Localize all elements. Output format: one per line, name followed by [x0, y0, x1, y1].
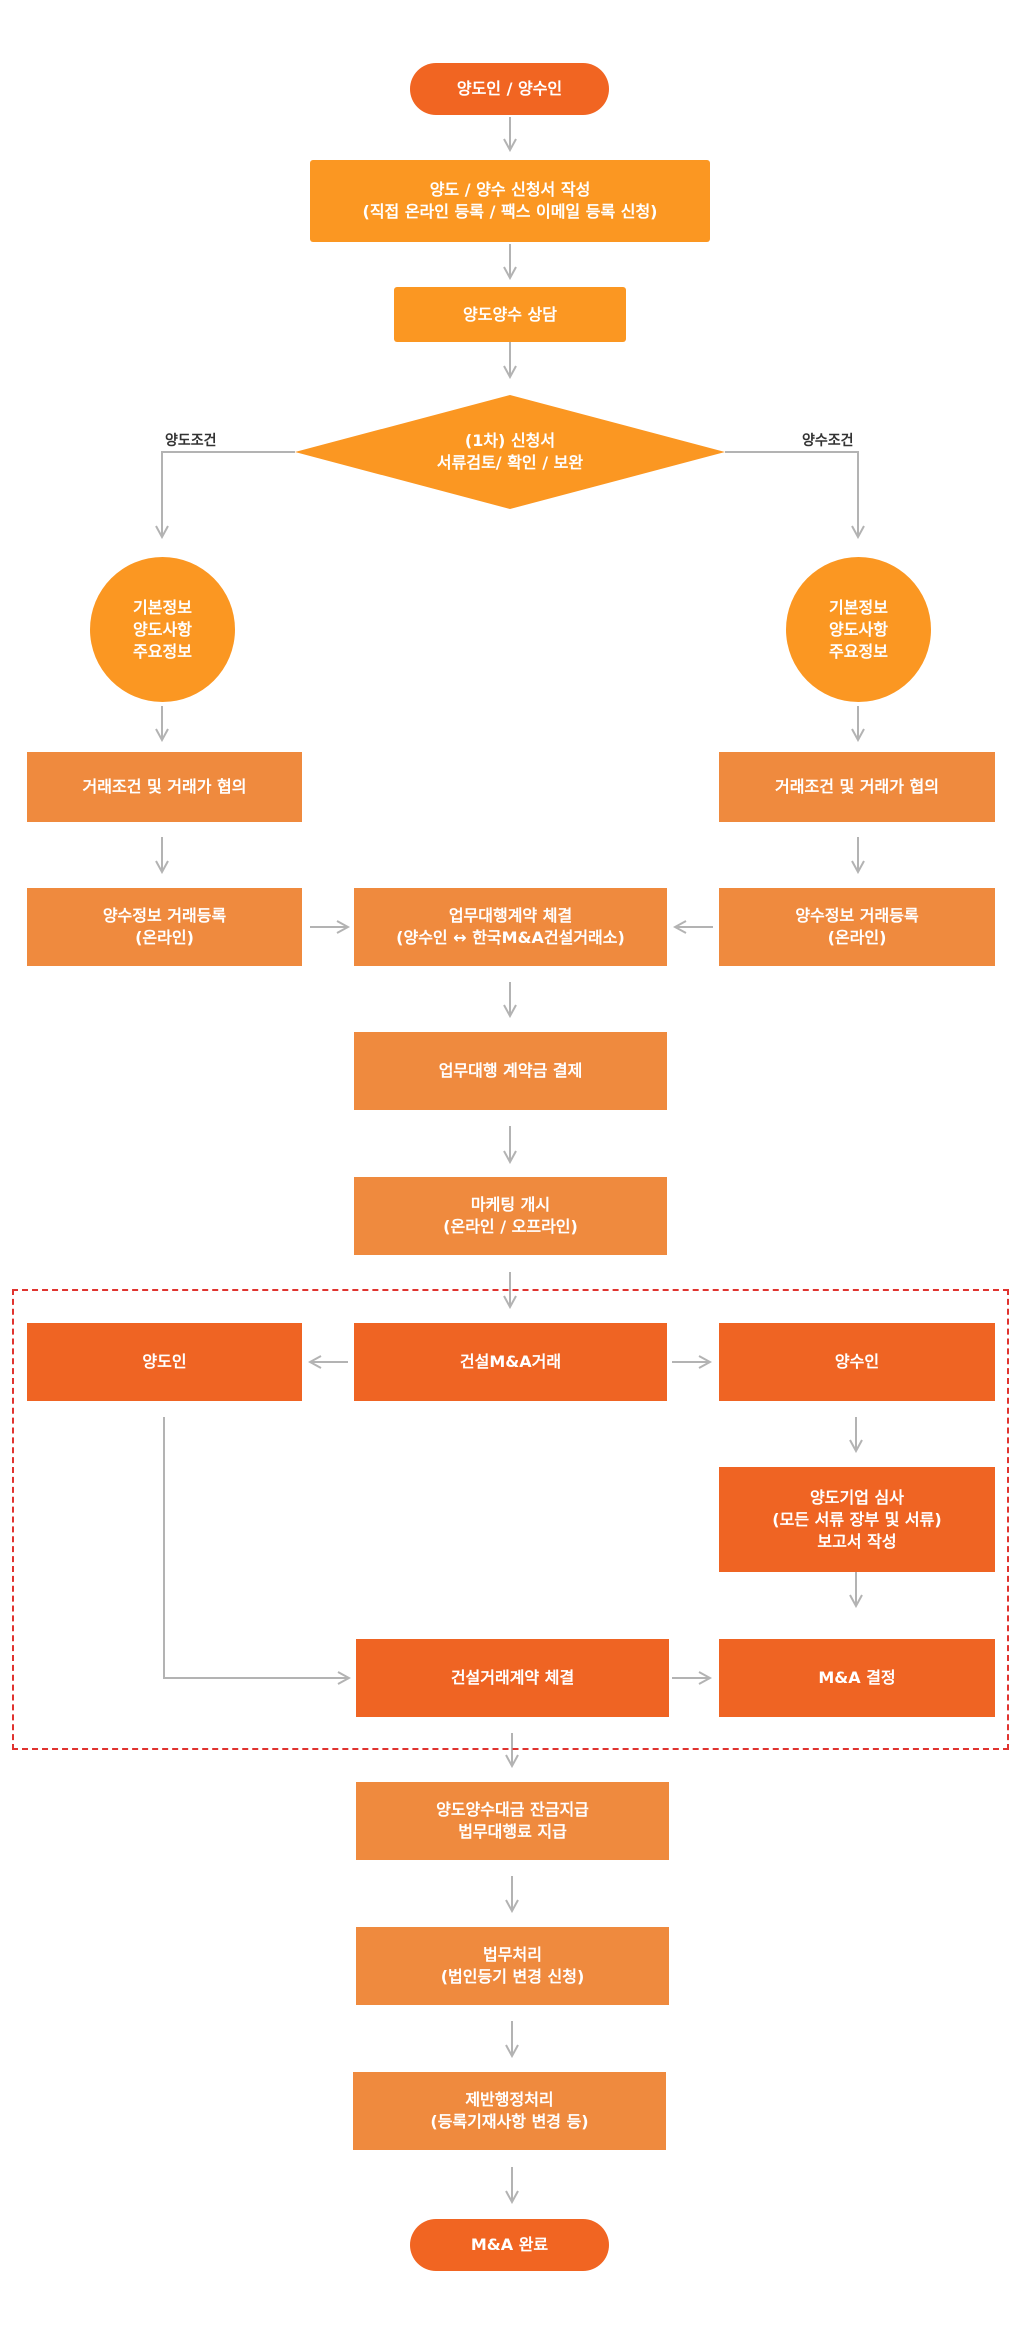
payment-line-2: 법무대행료 지급 [458, 1822, 567, 1841]
start-label: 양도인 / 양수인 [456, 79, 563, 98]
payment-node: 양도양수대금 잔금지급 법무대행료 지급 [356, 1782, 669, 1860]
admin-line-2: (등록기재사항 변경 등) [430, 2112, 589, 2131]
consultation-node: 양도양수 상담 [394, 287, 626, 342]
transfer-condition-label: 양도조건 [165, 433, 217, 449]
admin-node: 제반행정처리 (등록기재사항 변경 등) [353, 2072, 666, 2150]
ma-trade-node: 건설M&A거래 [354, 1323, 667, 1401]
due-diligence-node: 양도기업 심사 (모든 서류 장부 및 서류) 보고서 작성 [719, 1467, 995, 1572]
register-right-line-1: 양수정보 거래등록 [795, 906, 919, 925]
negotiate-right-node: 거래조건 및 거래가 협의 [719, 752, 995, 822]
consultation-label: 양도양수 상담 [463, 304, 557, 324]
deposit-label: 업무대행 계약금 결제 [438, 1061, 583, 1080]
ma-process-group [12, 1289, 1009, 1750]
marketing-line-2: (온라인 / 오프라인) [443, 1217, 578, 1236]
payment-line-1: 양도양수대금 잔금지급 [436, 1800, 589, 1819]
info-right-line-3: 주요정보 [829, 641, 888, 661]
negotiate-right-label: 거래조건 및 거래가 협의 [775, 777, 939, 796]
agency-contract-line-2: (양수인 ↔ 한국M&A건설거래소) [396, 928, 625, 947]
register-left-node: 양수정보 거래등록 (온라인) [27, 888, 302, 966]
legal-line-2: (법인등기 변경 신청) [440, 1967, 585, 1986]
info-right-line-2: 양도사항 [829, 619, 888, 639]
review-diamond [295, 395, 725, 509]
end-node: M&A 완료 [410, 2219, 609, 2271]
edge-review-right [725, 451, 858, 537]
deposit-node: 업무대행 계약금 결제 [354, 1032, 667, 1110]
ma-trade-label: 건설M&A거래 [459, 1352, 562, 1371]
register-right-node: 양수정보 거래등록 (온라인) [719, 888, 995, 966]
review-line-2: 서류검토/ 확인 / 보완 [436, 453, 584, 472]
ma-decision-node: M&A 결정 [719, 1639, 995, 1717]
legal-node: 법무처리 (법인등기 변경 신청) [356, 1927, 669, 2005]
due-diligence-line-3: 보고서 작성 [817, 1531, 897, 1551]
edge-review-left [162, 451, 295, 537]
register-left-line-2: (온라인) [135, 928, 194, 947]
transferor-node: 양도인 [27, 1323, 302, 1401]
info-circle-right: 기본정보 양도사항 주요정보 [786, 557, 931, 702]
ma-decision-label: M&A 결정 [818, 1668, 896, 1687]
marketing-line-1: 마케팅 개시 [470, 1195, 551, 1214]
acquire-condition-label: 양수조건 [802, 433, 854, 449]
due-diligence-line-2: (모든 서류 장부 및 서류) [772, 1509, 942, 1529]
edge-transferor-contract [163, 1417, 349, 1678]
trade-contract-node: 건설거래계약 체결 [356, 1639, 669, 1717]
info-left-line-2: 양도사항 [133, 619, 192, 639]
trade-contract-label: 건설거래계약 체결 [450, 1668, 575, 1687]
negotiate-left-label: 거래조건 및 거래가 협의 [82, 777, 247, 796]
application-line-1: 양도 / 양수 신청서 작성 [429, 180, 591, 199]
admin-line-1: 제반행정처리 [465, 2090, 554, 2109]
application-line-2: (직접 온라인 등록 / 팩스 이메일 등록 신청) [362, 202, 658, 221]
review-line-1: (1차) 신청서 [464, 431, 556, 450]
register-left-line-1: 양수정보 거래등록 [102, 906, 227, 925]
negotiate-left-node: 거래조건 및 거래가 협의 [27, 752, 302, 822]
register-right-line-2: (온라인) [827, 928, 887, 947]
transferor-label: 양도인 [142, 1352, 187, 1371]
transferee-node: 양수인 [719, 1323, 995, 1401]
due-diligence-line-1: 양도기업 심사 [810, 1487, 904, 1507]
agency-contract-node: 업무대행계약 체결 (양수인 ↔ 한국M&A건설거래소) [354, 888, 667, 966]
info-right-line-1: 기본정보 [829, 597, 888, 617]
application-node: 양도 / 양수 신청서 작성 (직접 온라인 등록 / 팩스 이메일 등록 신청… [310, 160, 710, 242]
end-label: M&A 완료 [470, 2235, 549, 2254]
start-node: 양도인 / 양수인 [410, 63, 609, 115]
info-circle-left: 기본정보 양도사항 주요정보 [90, 557, 235, 702]
review-text: (1차) 신청서 서류검토/ 확인 / 보완 [340, 422, 680, 482]
agency-contract-line-1: 업무대행계약 체결 [448, 906, 573, 925]
marketing-node: 마케팅 개시 (온라인 / 오프라인) [354, 1177, 667, 1255]
legal-line-1: 법무처리 [483, 1945, 542, 1964]
info-left-line-3: 주요정보 [133, 641, 192, 661]
transferee-label: 양수인 [834, 1352, 880, 1371]
info-left-line-1: 기본정보 [133, 597, 192, 617]
